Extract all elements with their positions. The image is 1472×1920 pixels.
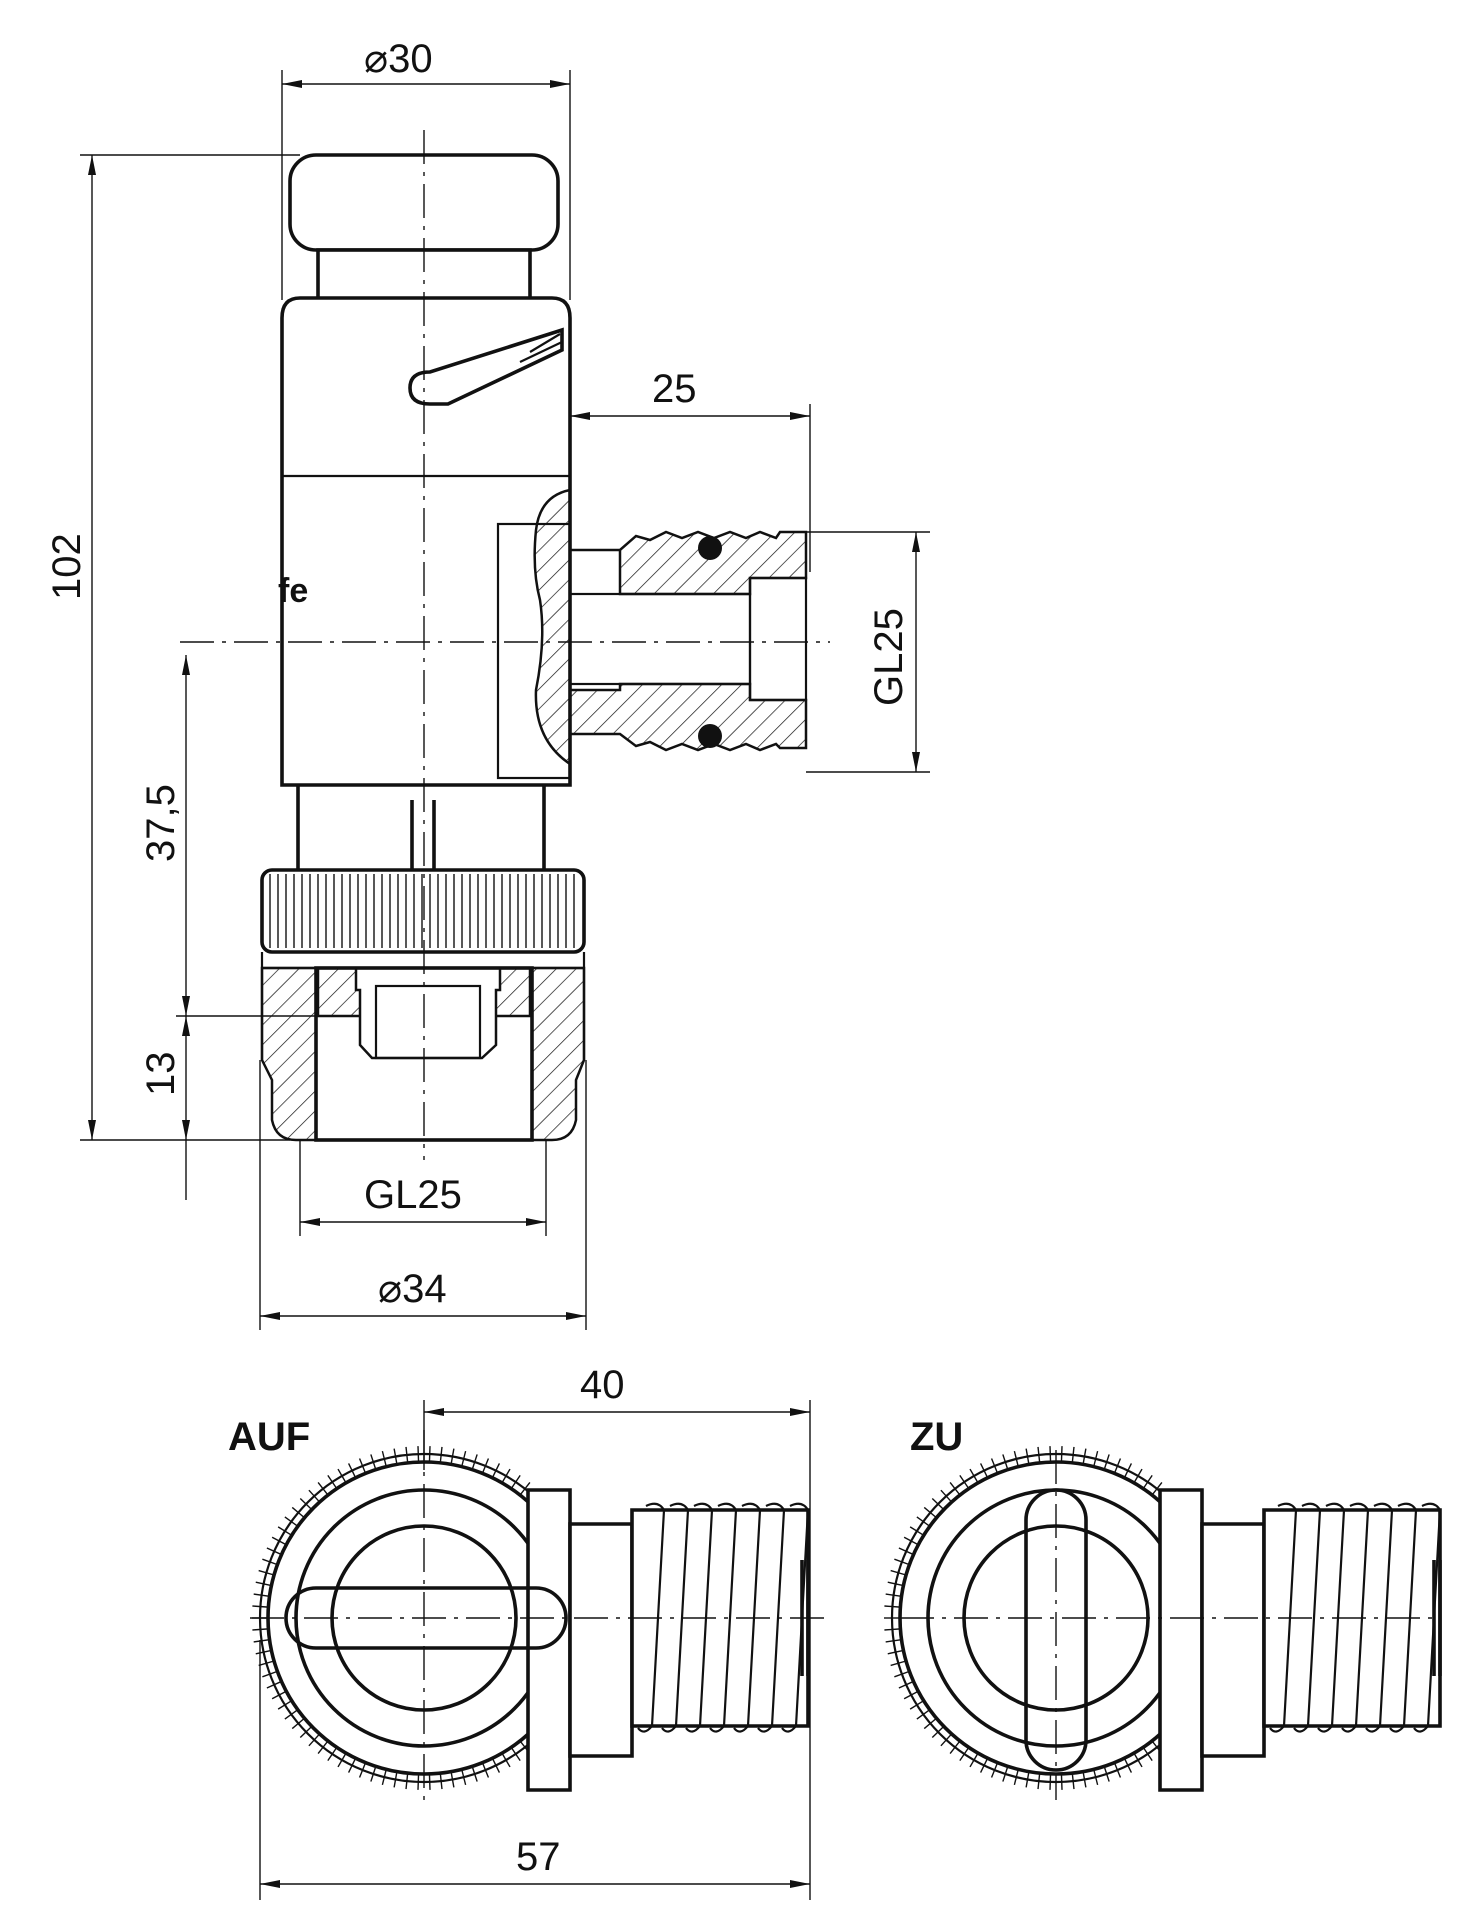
dim-bottom-diameter: 34 — [402, 1267, 447, 1311]
top-view-dimensions: 40 57 — [259, 1363, 811, 1900]
top-view-closed: ZU — [884, 1415, 1442, 1800]
side-outlet-hatch — [570, 530, 808, 596]
side-outlet-bore — [568, 592, 752, 686]
svg-text:⌀34: ⌀34 — [378, 1267, 447, 1311]
dim-overall-width: 57 — [516, 1835, 561, 1879]
side-view: fe — [180, 130, 830, 1160]
dim-total-height: 102 — [45, 533, 89, 600]
o-ring-icon — [698, 724, 722, 748]
dim-bottom-thread: GL25 — [364, 1173, 462, 1217]
bottom-connector-hatch — [260, 966, 318, 1142]
dim-bottom-height: 13 — [139, 1052, 183, 1097]
dim-lower-height: 37,5 — [139, 784, 183, 862]
dimensions: ⌀30 102 25 GL25 37,5 13 GL25 ⌀34 — [45, 37, 930, 1330]
diameter-symbol: ⌀ — [378, 1267, 402, 1311]
label-closed: ZU — [910, 1415, 963, 1459]
o-ring-icon — [698, 536, 722, 560]
svg-text:⌀30: ⌀30 — [364, 37, 433, 81]
knurled-nut — [260, 868, 586, 954]
lever-handle-icon — [408, 327, 564, 406]
dim-side-thread: GL25 — [867, 608, 911, 706]
diameter-symbol: ⌀ — [364, 37, 388, 81]
label-open: AUF — [228, 1415, 310, 1459]
brand-mark: fe — [278, 572, 308, 610]
dim-top-diameter: 30 — [388, 37, 433, 81]
dim-side-offset: 25 — [652, 367, 697, 411]
dim-view-width: 40 — [580, 1363, 625, 1407]
handle-vertical — [1024, 1488, 1088, 1772]
top-view-open: AUF — [228, 1415, 830, 1800]
